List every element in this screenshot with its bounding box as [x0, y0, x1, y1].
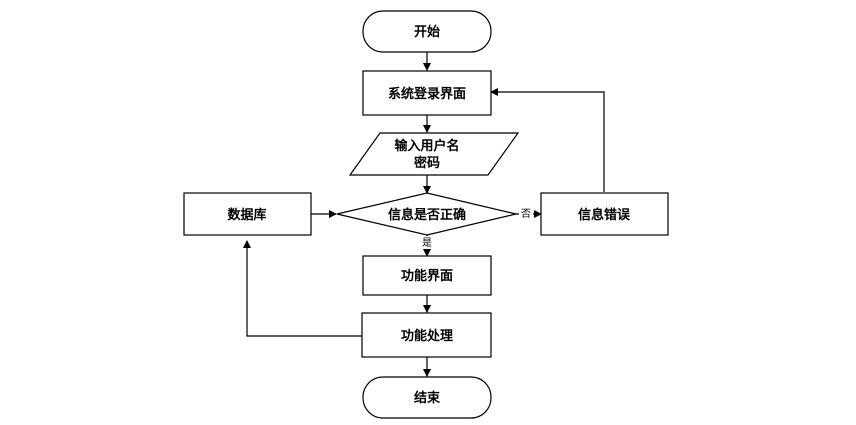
- edge-error-login: [490, 88, 605, 192]
- function-ui-node: 功能界面: [362, 255, 492, 296]
- check-node: 信息是否正确: [336, 192, 517, 236]
- database-node-label: 数据库: [227, 207, 266, 223]
- login-node-label: 系统登录界面: [388, 86, 466, 102]
- start-node-label: 开始: [414, 24, 440, 40]
- function-proc-node-label: 功能处理: [401, 328, 453, 344]
- end-node: 结束: [362, 376, 492, 419]
- no-edge-label: 否: [521, 208, 531, 220]
- database-node: 数据库: [183, 192, 312, 236]
- check-node-label: 信息是否正确: [388, 207, 466, 223]
- start-node: 开始: [362, 10, 492, 53]
- function-ui-node-label: 功能界面: [401, 268, 453, 284]
- end-node-label: 结束: [414, 390, 441, 406]
- input-node: 输入用户名 密码: [348, 132, 520, 176]
- error-node-label: 信息错误: [578, 207, 631, 223]
- error-node: 信息错误: [540, 192, 669, 236]
- login-node: 系统登录界面: [362, 70, 492, 116]
- input-node-label-line1: 输入用户名: [394, 138, 459, 154]
- input-node-label-line2: 密码: [413, 155, 440, 171]
- yes-edge-label: 是: [422, 237, 432, 249]
- function-proc-node: 功能处理: [361, 312, 492, 358]
- edge-proc-database: [243, 240, 362, 337]
